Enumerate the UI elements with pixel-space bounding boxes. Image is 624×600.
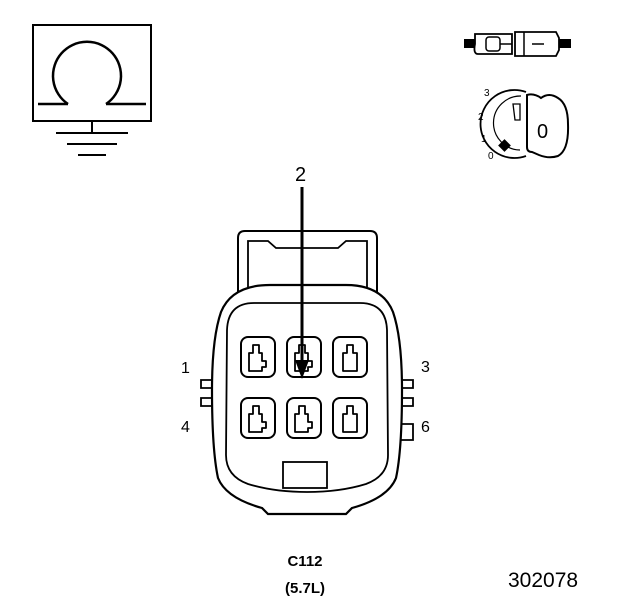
- terminal-cavity-4: [240, 397, 276, 439]
- ignition-position-3: 3: [484, 88, 490, 99]
- terminal-cavity-5: [286, 397, 322, 439]
- ignition-position-0: 0: [488, 151, 494, 162]
- ohmmeter-ground-icon: [32, 24, 152, 156]
- ignition-position-1: 1: [481, 134, 487, 145]
- terminal-cavity-1: [240, 336, 276, 378]
- callout-label: 2: [295, 164, 306, 186]
- ignition-key-label: 0: [537, 121, 548, 143]
- connector-variant: (5.7L): [285, 580, 325, 597]
- ignition-position-2: 2: [478, 112, 484, 123]
- terminal-cavity-3: [332, 336, 368, 378]
- pin-label-4: 4: [181, 419, 190, 436]
- connector-halves-icon: [464, 31, 571, 57]
- pin-label-3: 3: [421, 359, 430, 376]
- figure-number: 302078: [508, 569, 578, 592]
- pin-label-6: 6: [421, 419, 430, 436]
- callout-arrow: [295, 187, 309, 379]
- terminal-cavity-6: [332, 397, 368, 439]
- ignition-key-icon: 3 2 1 0 0: [478, 88, 570, 162]
- connector-name: C112: [287, 553, 322, 570]
- pin-label-1: 1: [181, 360, 190, 377]
- connector-face: [200, 230, 414, 516]
